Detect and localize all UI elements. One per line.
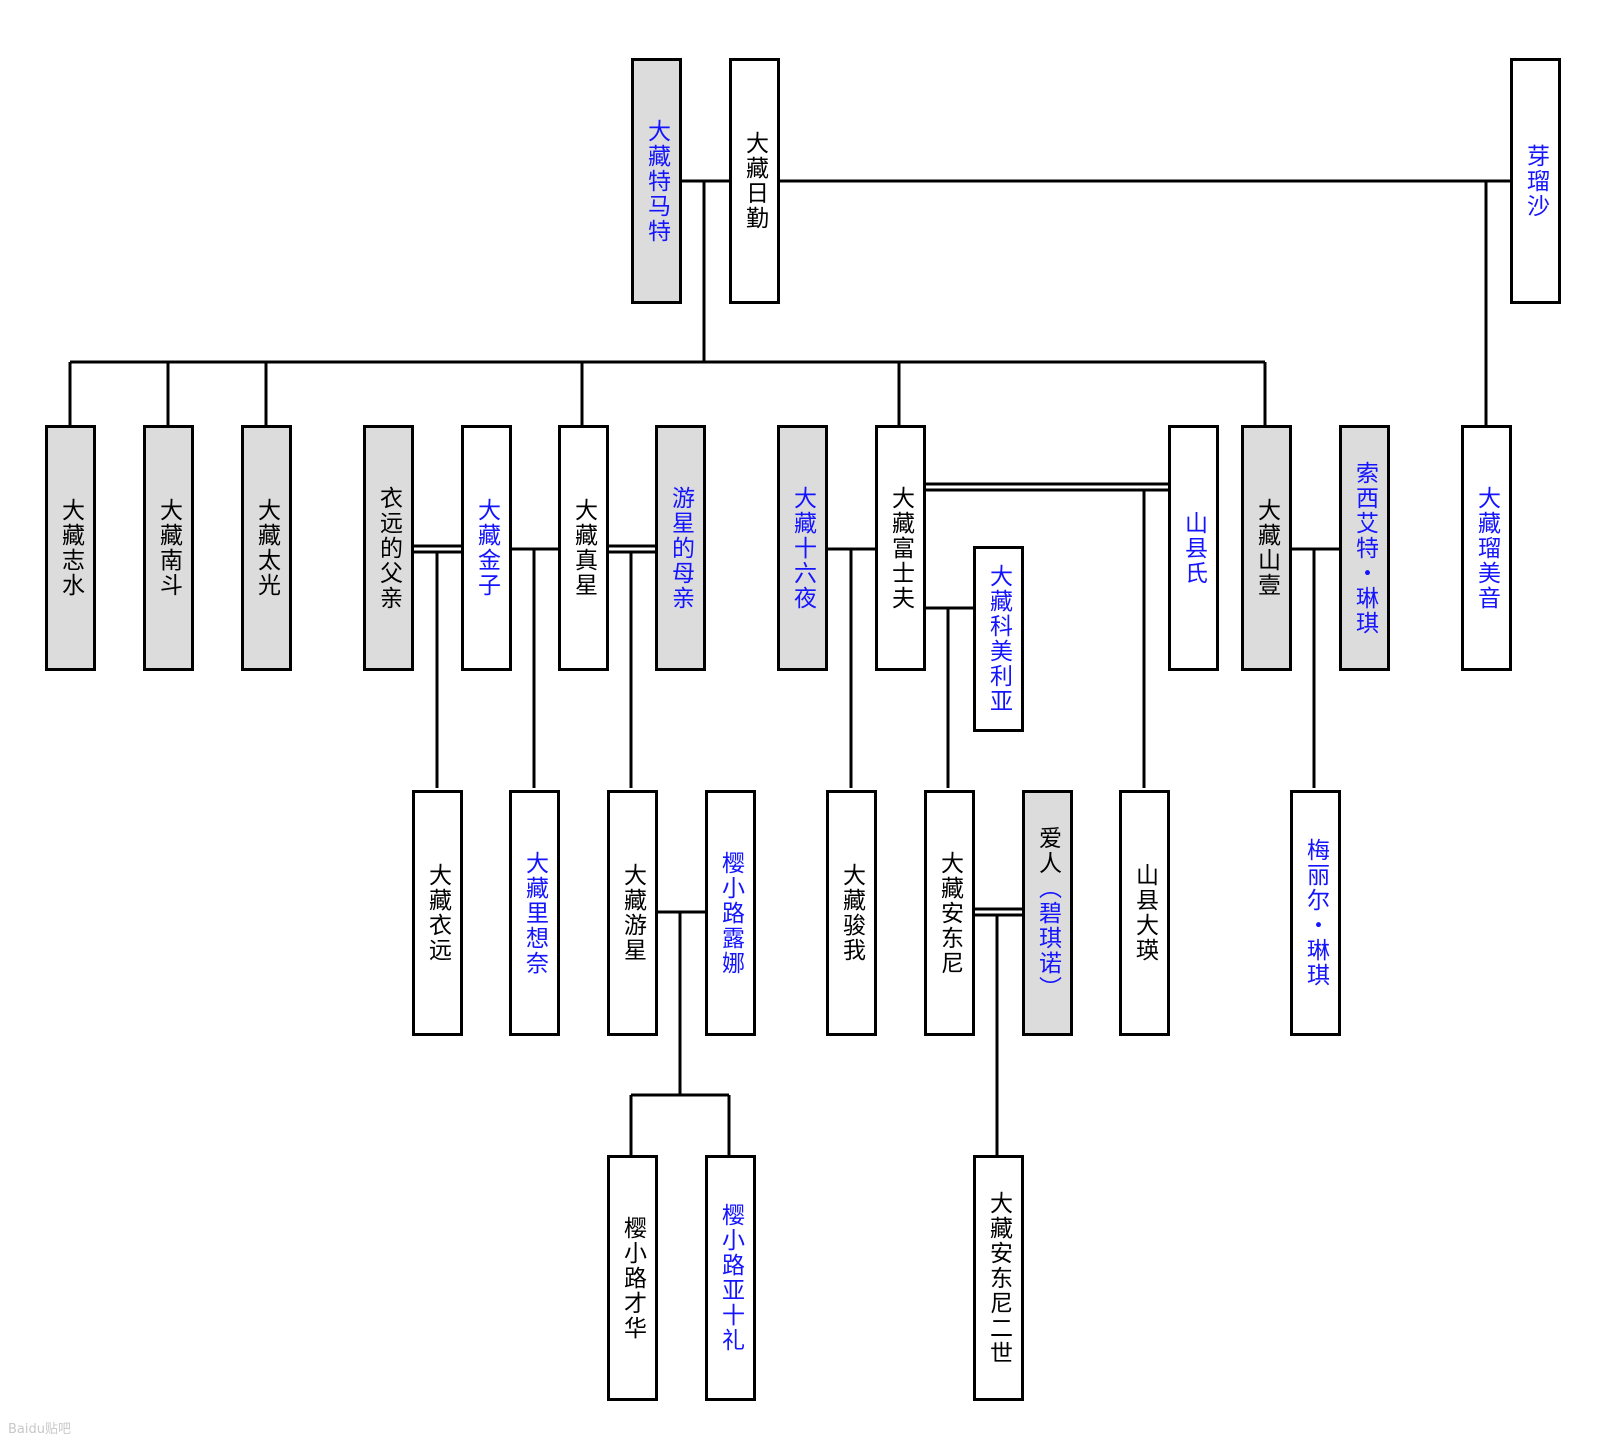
person-name: 衣远的父亲 — [375, 485, 402, 611]
watermark: Baidu贴吧 — [8, 1422, 71, 1437]
person-name: 大藏日勤 — [741, 131, 768, 231]
person-sophie: 索西艾特・琳琪 — [1339, 425, 1390, 671]
person-name: 索西艾特・琳琪 — [1351, 460, 1378, 636]
person-shunga: 大藏骏我 — [826, 790, 877, 1036]
lover-prefix: 爱人 — [1034, 825, 1061, 876]
person-taiko: 大藏太光 — [241, 425, 292, 671]
person-iyon-father: 衣远的父亲 — [363, 425, 414, 671]
person-lover: 爱人（碧琪诺） — [1022, 790, 1073, 1036]
person-name: 大藏瑠美音 — [1473, 485, 1500, 611]
person-name: 大藏富士夫 — [887, 485, 914, 611]
person-shisui: 大藏志水 — [45, 425, 96, 671]
person-name: 山县大瑛 — [1131, 863, 1158, 963]
person-kinko: 大藏金子 — [461, 425, 512, 671]
person-name: 爱人（碧琪诺） — [1034, 826, 1062, 1001]
person-atoreia: 樱小路亚十礼 — [705, 1155, 756, 1401]
person-name: 大藏山壹 — [1253, 498, 1280, 598]
person-name: 游星的母亲 — [667, 485, 694, 611]
person-name: 大藏十六夜 — [789, 485, 816, 611]
person-name: 樱小路露娜 — [717, 850, 744, 976]
person-name: 梅丽尔・琳琪 — [1302, 838, 1329, 988]
person-name: 大藏安东尼二世 — [985, 1190, 1012, 1366]
person-name: 大藏太光 — [253, 498, 280, 598]
person-name: 大藏金子 — [473, 498, 500, 598]
person-name: 大藏志水 — [57, 498, 84, 598]
person-antony: 大藏安东尼 — [924, 790, 975, 1036]
person-name: 大藏安东尼 — [936, 850, 963, 976]
person-name: 樱小路亚十礼 — [717, 1203, 744, 1353]
person-nanto: 大藏南斗 — [143, 425, 194, 671]
person-luna: 樱小路露娜 — [705, 790, 756, 1036]
person-name: 大藏特马特 — [643, 118, 670, 244]
person-izayoi: 大藏十六夜 — [777, 425, 828, 671]
person-antony2: 大藏安东尼二世 — [973, 1155, 1024, 1401]
person-meruru: 芽瑠沙 — [1510, 58, 1561, 304]
person-name: 大藏真星 — [570, 498, 597, 598]
person-yusei-mother: 游星的母亲 — [655, 425, 706, 671]
person-shinsei: 大藏真星 — [558, 425, 609, 671]
person-tomato: 大藏特马特 — [631, 58, 682, 304]
person-name: 大藏骏我 — [838, 863, 865, 963]
person-fujio: 大藏富士夫 — [875, 425, 926, 671]
person-name: 大藏里想奈 — [521, 850, 548, 976]
person-yamagata: 山县氏 — [1168, 425, 1219, 671]
person-sanichi: 大藏山壹 — [1241, 425, 1292, 671]
lover-name: （碧琪诺） — [1034, 875, 1061, 1001]
person-cornelia: 大藏科美利亚 — [973, 546, 1024, 732]
person-name: 大藏科美利亚 — [985, 564, 1012, 714]
person-yusei: 大藏游星 — [607, 790, 658, 1036]
person-hikatsu: 大藏日勤 — [729, 58, 780, 304]
person-name: 大藏游星 — [619, 863, 646, 963]
person-name: 大藏南斗 — [155, 498, 182, 598]
person-saika: 樱小路才华 — [607, 1155, 658, 1401]
person-melanie: 梅丽尔・琳琪 — [1290, 790, 1341, 1036]
person-rumine: 大藏瑠美音 — [1461, 425, 1512, 671]
person-taiei: 山县大瑛 — [1119, 790, 1170, 1036]
person-iyon: 大藏衣远 — [412, 790, 463, 1036]
person-name: 芽瑠沙 — [1522, 143, 1549, 219]
person-name: 樱小路才华 — [619, 1215, 646, 1341]
person-name: 大藏衣远 — [424, 863, 451, 963]
person-name: 山县氏 — [1180, 510, 1207, 586]
person-risona: 大藏里想奈 — [509, 790, 560, 1036]
